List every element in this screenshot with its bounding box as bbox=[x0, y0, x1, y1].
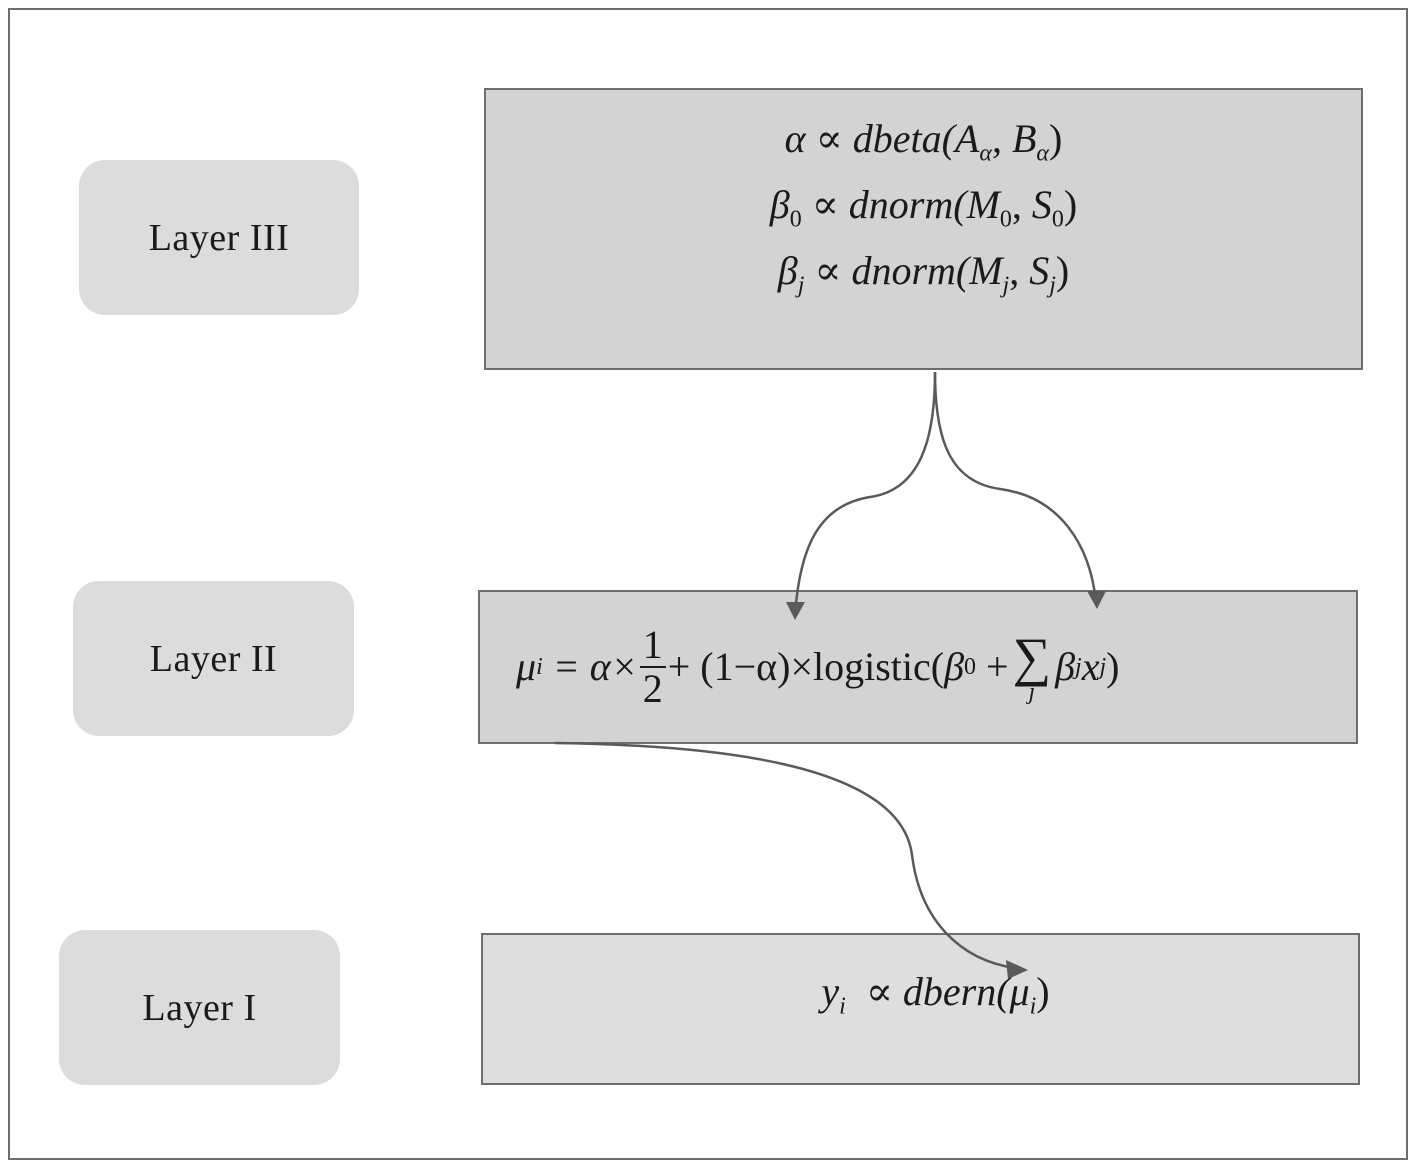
layer-2-label: Layer II bbox=[73, 581, 354, 736]
layer-3-label: Layer III bbox=[79, 160, 359, 315]
layer-1-equation-box: yi ∝ dbern(μi) bbox=[481, 933, 1360, 1085]
layer-1-label-text: Layer I bbox=[142, 986, 257, 1029]
y-likelihood-equation: yi ∝ dbern(μi) bbox=[821, 969, 1050, 1020]
layer-1-label: Layer I bbox=[59, 930, 340, 1085]
beta0-prior-equation: β0 ∝ dnorm(M0, S0) bbox=[769, 182, 1078, 233]
layer-3-label-text: Layer III bbox=[148, 216, 290, 259]
summation-symbol: ∑ j bbox=[1012, 627, 1052, 705]
layer-3-equations-box: α ∝ dbeta(Aα, Bα) β0 ∝ dnorm(M0, S0) βj … bbox=[484, 88, 1363, 370]
alpha-prior-equation: α ∝ dbeta(Aα, Bα) bbox=[784, 116, 1063, 167]
one-half-fraction: 1 2 bbox=[639, 624, 666, 710]
betaj-prior-equation: βj ∝ dnorm(Mj, Sj) bbox=[777, 248, 1070, 299]
layer-2-label-text: Layer II bbox=[149, 637, 278, 680]
